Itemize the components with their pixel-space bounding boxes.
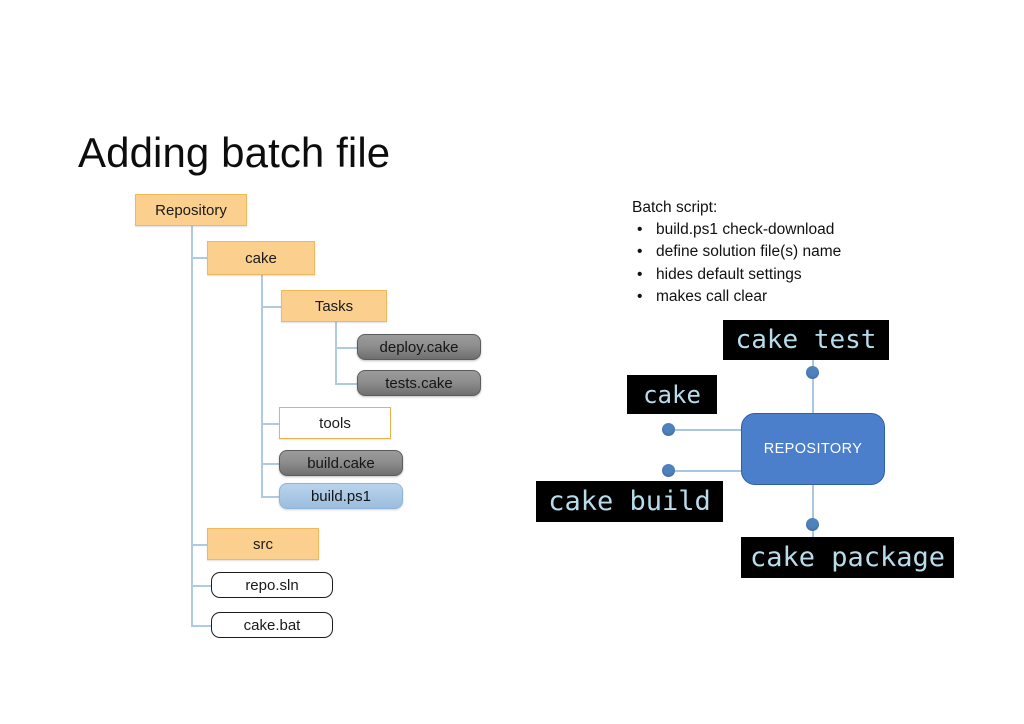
batch-script-block: Batch script: • build.ps1 check-download… [632,200,932,312]
diagram-dot-cake-build [662,464,675,477]
list-item-label: define solution file(s) name [656,243,842,260]
tree-node-label: cake [245,249,277,267]
command-box-cake-package[interactable]: cake package [741,537,954,578]
list-item-label: makes call clear [656,288,768,305]
tree-connector-root-vertical [191,226,193,625]
tree-node-label: build.cake [307,454,375,472]
tree-connector-to-deploy-cake [335,347,358,349]
list-item: • makes call clear [632,289,932,305]
tree-node-src[interactable]: src [207,528,319,560]
batch-script-heading: Batch script: [632,199,718,216]
diagram-connector-cake [668,429,746,431]
diagram-dot-cake [662,423,675,436]
tree-node-tasks[interactable]: Tasks [281,290,387,322]
tree-node-tests-cake[interactable]: tests.cake [357,370,481,396]
list-item: • define solution file(s) name [632,244,932,260]
bullet-icon: • [637,265,643,283]
tree-connector-to-cake [191,257,208,259]
command-box-cake-test[interactable]: cake test [723,320,889,360]
tree-node-label: repo.sln [245,576,299,594]
diagram-node-repository[interactable]: REPOSITORY [741,413,885,485]
tree-node-label: src [253,535,273,553]
tree-connector-to-repo-sln [191,585,212,587]
diagram-dot-cake-package [806,518,819,531]
tree-node-cake[interactable]: cake [207,241,315,275]
tree-node-label: build.ps1 [310,487,372,505]
tree-node-label: Repository [155,201,227,219]
command-label: cake build [548,486,711,517]
list-item-label: build.ps1 check-download [656,220,835,238]
tree-connector-tasks-vertical [335,322,337,384]
command-box-cake[interactable]: cake [627,375,717,414]
batch-script-list: • build.ps1 check-download • define solu… [632,220,932,305]
tree-node-build-ps1[interactable]: build.ps1 [279,483,403,509]
tree-node-label: Tasks [314,297,354,315]
tree-connector-to-tools [261,423,280,425]
tree-node-label: tools [319,414,351,432]
list-item: • build.ps1 check-download [632,220,932,238]
diagram-dot-cake-test [806,366,819,379]
tree-node-cake-bat[interactable]: cake.bat [211,612,333,638]
tree-connector-to-build-ps1 [261,496,280,498]
tree-node-label: deploy.cake [379,338,459,356]
bullet-icon: • [637,288,643,305]
command-label: cake [643,380,701,409]
command-label: cake package [749,542,946,573]
diagram-connector-cake-build [668,470,746,472]
tree-node-tools[interactable]: tools [279,407,391,439]
tree-connector-to-tests-cake [335,383,358,385]
command-label: cake test [735,325,877,355]
tree-node-build-cake[interactable]: build.cake [279,450,403,476]
list-item-label: hides default settings [656,265,802,283]
command-box-cake-build[interactable]: cake build [536,481,723,522]
tree-node-label: cake.bat [243,616,301,634]
page-title: Adding batch file [78,129,391,176]
diagram-connector-cake-test [812,360,814,414]
bullet-icon: • [637,243,643,260]
diagram-node-label: REPOSITORY [763,441,863,457]
diagram-connector-cake-package [812,485,814,539]
tree-connector-to-cake-bat [191,625,212,627]
tree-node-deploy-cake[interactable]: deploy.cake [357,334,481,360]
tree-connector-to-src [191,544,208,546]
tree-connector-to-tasks [261,306,282,308]
list-item: • hides default settings [632,265,932,283]
bullet-icon: • [637,220,643,238]
tree-connector-cake-vertical [261,275,263,496]
tree-connector-to-build-cake [261,463,280,465]
tree-node-label: tests.cake [385,374,453,392]
tree-node-repository[interactable]: Repository [135,194,247,226]
tree-node-repo-sln[interactable]: repo.sln [211,572,333,598]
